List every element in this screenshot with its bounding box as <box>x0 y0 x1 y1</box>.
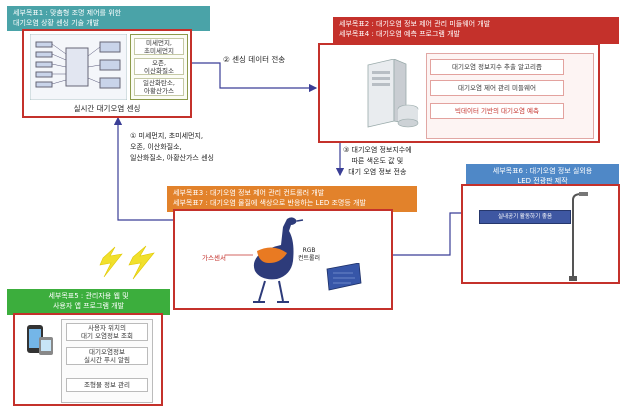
app-item-push: 대기오염정보 실시간 푸시 알림 <box>66 347 148 365</box>
sensor-pointer-line <box>225 254 253 256</box>
app-item-sculpture: 조형물 정보 관리 <box>66 378 148 392</box>
flow-label-1: ① 미세먼지, 초미세먼지, 오존, 이산화질소, 일산화질소, 아황산가스 센… <box>130 132 214 162</box>
rgb-controller-label: RGB 컨트롤러 <box>298 247 321 262</box>
smartphone-icon <box>27 325 53 355</box>
led-sign-box: 실내공기 활동하기 좋음 <box>461 184 620 284</box>
controller-box: 가스센서 RGB 컨트롤러 <box>173 209 393 310</box>
middleware-box: 대기오염 정보지수 추출 알고리즘 대기오염 제어 관리 미들웨어 빅데이터 기… <box>318 43 600 143</box>
goal1-header: 세부목표1 : 맞춤형 조명 제어를 위한 대기오염 상황 센싱 기술 개발 <box>7 6 210 31</box>
circuit-board-icon <box>326 263 362 291</box>
sensor-item-co: 일산화탄소, 아황산가스 <box>134 78 184 96</box>
goal2-header: 세부목표2 : 대기오염 정보 제어 관리 미들웨어 개발 세부목표4 : 대기… <box>333 17 619 44</box>
app-box: 사용자 위치의 대기 오염정보 조회 대기오염정보 실시간 푸시 알림 조형물 … <box>13 313 163 406</box>
goal3-header: 세부목표3 : 대기오염 정보 제어 관리 컨트롤러 개발 세부목표7 : 대기… <box>167 186 417 212</box>
bird-sculpture-icon <box>253 217 304 303</box>
arrow-controller-to-sensing <box>113 116 173 221</box>
lightning-icon <box>128 245 155 280</box>
server-icon <box>367 59 419 128</box>
gas-sensor-label: 가스센서 <box>202 254 226 262</box>
sensor-item-dust: 미세먼지, 초미세먼지 <box>134 38 184 55</box>
sensor-item-ozone: 오존, 이산화질소 <box>134 58 184 75</box>
lightning-icon <box>99 246 123 278</box>
arrow-controller-to-led <box>392 208 473 256</box>
sensing-caption: 실시간 대기오염 센싱 <box>73 104 141 113</box>
middleware-item-algorithm: 대기오염 정보지수 추출 알고리즘 <box>430 59 564 75</box>
goal5-header: 세부목표5 : 관리자용 웹 및 사용자 앱 프로그램 개발 <box>7 289 170 315</box>
flow-label-2: ② 센싱 데이터 전송 <box>223 55 286 64</box>
flow-label-3: ③ 대기오염 정보지수에 따른 색온도 값 및 대기 오염 정보 전송 <box>343 146 412 176</box>
sensing-box: 미세먼지, 초미세먼지 오존, 이산화질소 일산화탄소, 아황산가스 실시간 대… <box>22 29 192 118</box>
street-lamp-icon <box>569 192 588 281</box>
middleware-item-control: 대기오염 제어 관리 미들웨어 <box>430 80 564 96</box>
app-item-location: 사용자 위치의 대기 오염정보 조회 <box>66 323 148 341</box>
led-sign-display: 실내공기 활동하기 좋음 <box>479 210 571 224</box>
middleware-item-prediction: 빅데이터 기반의 대기오염 예측 <box>430 103 564 119</box>
sensor-schematic-icon <box>30 34 127 100</box>
